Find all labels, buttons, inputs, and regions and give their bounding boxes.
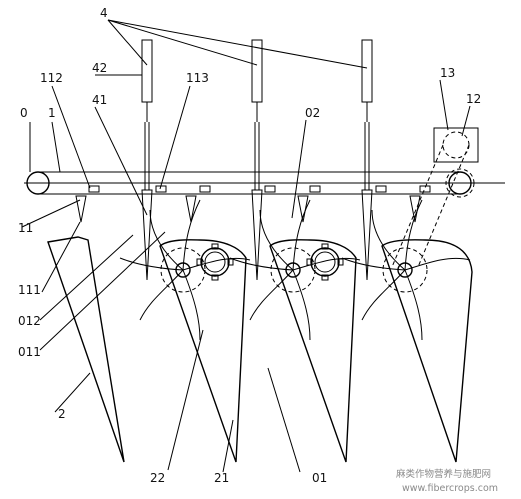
drive-motor	[391, 127, 479, 268]
gear-1	[196, 243, 234, 281]
actuator-3	[361, 39, 373, 281]
guide-teeth	[75, 195, 421, 223]
label-02: 02	[305, 106, 320, 120]
rotor-1	[119, 199, 251, 341]
label-0: 0	[20, 106, 28, 120]
label-111: 111	[18, 283, 41, 297]
dividers	[47, 236, 473, 463]
label-112: 112	[40, 71, 63, 85]
label-113: 113	[186, 71, 209, 85]
label-22: 22	[150, 471, 165, 485]
conveyor-belt	[24, 171, 505, 195]
actuator-2	[251, 39, 263, 281]
watermark-line1: 麻类作物营养与施肥网	[396, 468, 491, 480]
left-pulley	[26, 171, 50, 195]
label-42: 42	[92, 61, 107, 75]
leader-lines	[21, 19, 471, 473]
label-2: 2	[58, 407, 66, 421]
right-pulley	[448, 171, 472, 195]
label-11: 11	[18, 221, 33, 235]
label-12: 12	[466, 92, 481, 106]
labels: 4 42 112 113 13 12 0 1 41 02 11 111 012 …	[18, 6, 481, 485]
label-13: 13	[440, 66, 455, 80]
actuator-1	[141, 39, 153, 281]
rotor-3	[341, 199, 471, 341]
label-01: 01	[312, 471, 327, 485]
label-1: 1	[48, 106, 56, 120]
label-011: 011	[18, 345, 41, 359]
label-41: 41	[92, 93, 107, 107]
gear-2	[306, 243, 344, 281]
watermark: 麻类作物营养与施肥网 www.fibercrops.com	[396, 468, 498, 494]
rotor-2	[229, 199, 361, 341]
label-012: 012	[18, 314, 41, 328]
label-4: 4	[100, 6, 108, 20]
watermark-line2: www.fibercrops.com	[402, 483, 498, 494]
label-21: 21	[214, 471, 229, 485]
